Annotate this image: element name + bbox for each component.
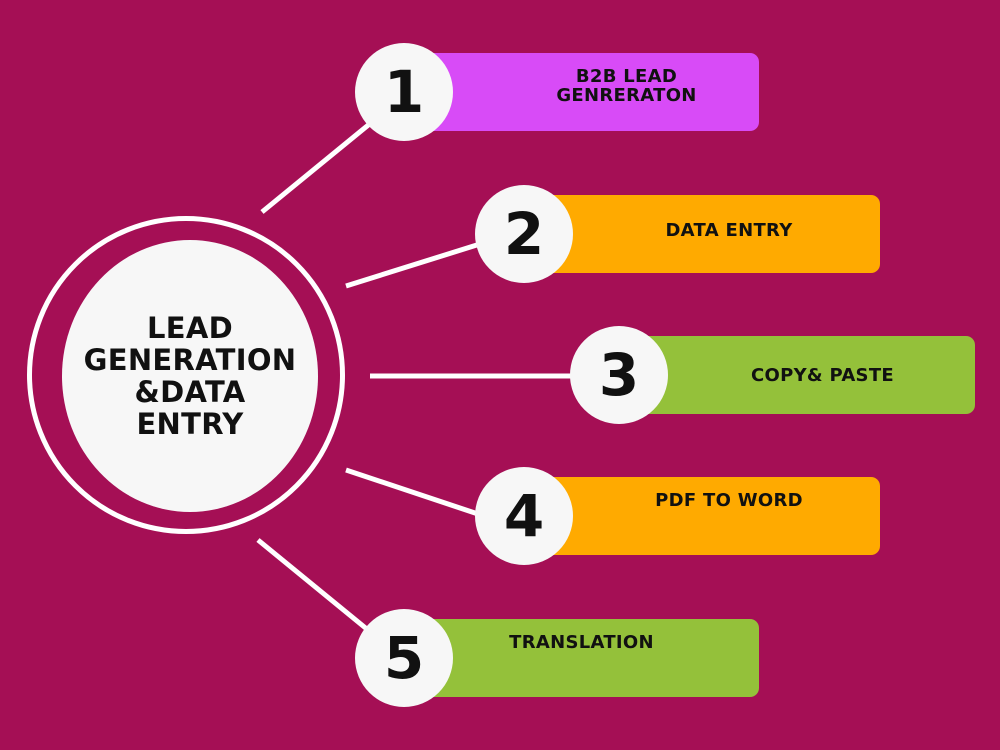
connector-line-5 — [256, 538, 370, 632]
item-4-number-circle: 4 — [475, 467, 573, 565]
item-3-pill: COPY& PASTE — [620, 336, 975, 414]
item-1-number: 1 — [383, 58, 425, 126]
item-5-number-circle: 5 — [355, 609, 453, 707]
center-title: LEAD GENERATION &DATA ENTRY — [83, 311, 297, 441]
item-2-label: DATA ENTRY — [665, 220, 793, 241]
item-3-number-circle: 3 — [570, 326, 668, 424]
item-4-label: PDF TO WORD — [655, 490, 803, 511]
item-1-number-circle: 1 — [355, 43, 453, 141]
item-5-label: TRANSLATION — [509, 632, 654, 653]
item-1-pill: B2B LEAD GENRERATON — [404, 53, 759, 131]
center-circle: LEAD GENERATION &DATA ENTRY — [62, 240, 318, 512]
item-4-pill: PDF TO WORD — [528, 477, 880, 555]
item-5-number: 5 — [383, 624, 425, 692]
item-4-number: 4 — [503, 482, 545, 550]
item-2-pill: DATA ENTRY — [528, 195, 880, 273]
item-3-number: 3 — [598, 341, 640, 409]
item-1-label: B2B LEAD GENRERATON — [556, 66, 697, 106]
item-5-pill: TRANSLATION — [404, 619, 759, 697]
center-ring — [27, 216, 345, 534]
item-2-number-circle: 2 — [475, 185, 573, 283]
connector-line-2 — [345, 241, 481, 289]
item-2-number: 2 — [503, 200, 545, 268]
connector-line-1 — [260, 120, 374, 214]
item-3-label: COPY& PASTE — [750, 365, 894, 386]
connector-line-4 — [345, 467, 479, 517]
